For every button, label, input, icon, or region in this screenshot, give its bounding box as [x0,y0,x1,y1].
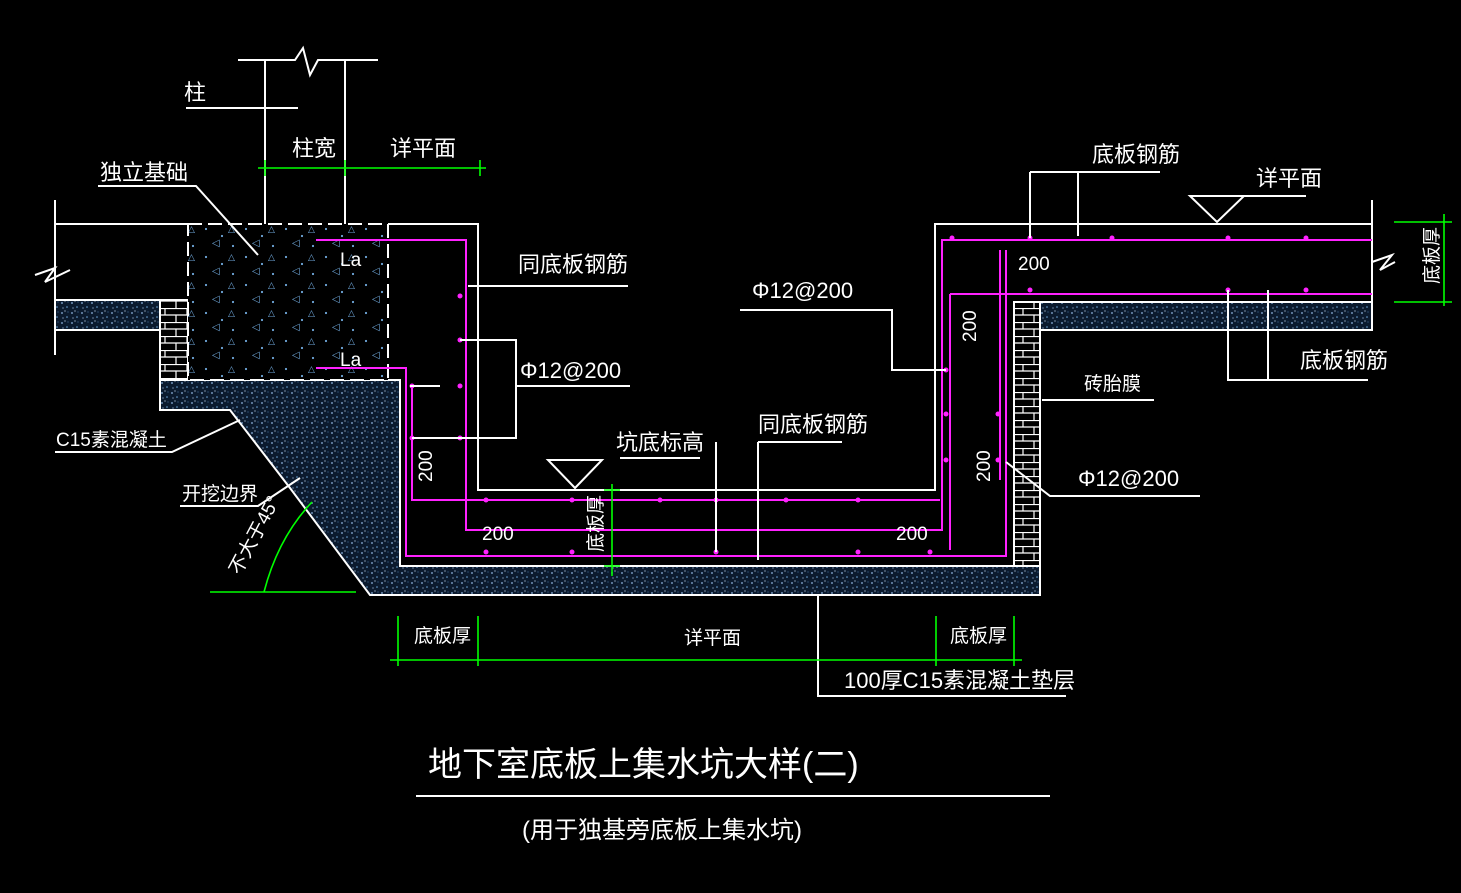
label-phi12-left: Φ12@200 [520,358,621,383]
label-slab-thickness-right: 底板厚 [1421,227,1443,284]
label-detail-plan-right: 详平面 [1256,166,1322,191]
elevation-marker-right [1187,195,1247,224]
leader-lines [55,107,1368,697]
isolated-footing [187,223,389,381]
label-dim-slab-thk-left: 底板厚 [414,625,471,647]
left-brick-membrane [159,299,189,381]
label-200-right-top: 200 [1018,254,1050,275]
label-c15-concrete: C15素混凝土 [56,429,167,451]
label-slab-rebar-top: 底板钢筋 [1092,142,1180,167]
elevation-marker-pit [545,459,605,490]
label-phi12-right: Φ12@200 [1078,466,1179,491]
label-la-upper: La [340,250,362,271]
label-200-right-vertical: 200 [960,310,981,342]
label-brick-membrane: 砖胎膜 [1084,373,1141,395]
label-slab-thickness-pit: 底板厚 [585,495,607,552]
dimension-lines [210,160,1452,666]
label-pit-bottom-elevation: 坑底标高 [616,430,704,455]
label-200-right-bottom: 200 [896,524,928,545]
rebar-dots [409,235,1309,555]
right-cushion-strip [1039,301,1373,331]
label-same-slab-rebar-mid: 同底板钢筋 [758,412,868,437]
label-column: 柱 [184,80,206,105]
concrete-outline [34,45,1396,566]
label-phi12-mid: Φ12@200 [752,278,853,303]
left-cushion-strip [54,299,161,331]
c15-concrete-fill [159,379,1041,596]
drawing-subtitle: (用于独基旁底板上集水坑) [522,817,802,844]
label-dim-detail-plan-bottom: 详平面 [684,627,741,649]
label-column-width: 柱宽 [292,136,336,161]
label-excavation-boundary: 开挖边界 [182,483,258,505]
label-200-right-lower-vertical: 200 [974,450,995,482]
label-200-left-vertical: 200 [416,450,437,482]
label-dim-slab-thk-right: 底板厚 [950,625,1007,647]
label-isolated-footing: 独立基础 [100,160,188,185]
right-brick-membrane [1013,301,1041,567]
rebar-lines [316,239,1372,557]
label-same-slab-rebar-left: 同底板钢筋 [518,252,628,277]
label-cushion: 100厚C15素混凝土垫层 [844,668,1075,693]
drawing-title: 地下室底板上集水坑大样(二) [428,746,859,784]
label-slab-rebar-right: 底板钢筋 [1300,348,1388,373]
label-200-left-bottom: 200 [482,524,514,545]
label-la-lower: La [340,350,362,371]
label-detail-plan-top: 详平面 [390,136,456,161]
